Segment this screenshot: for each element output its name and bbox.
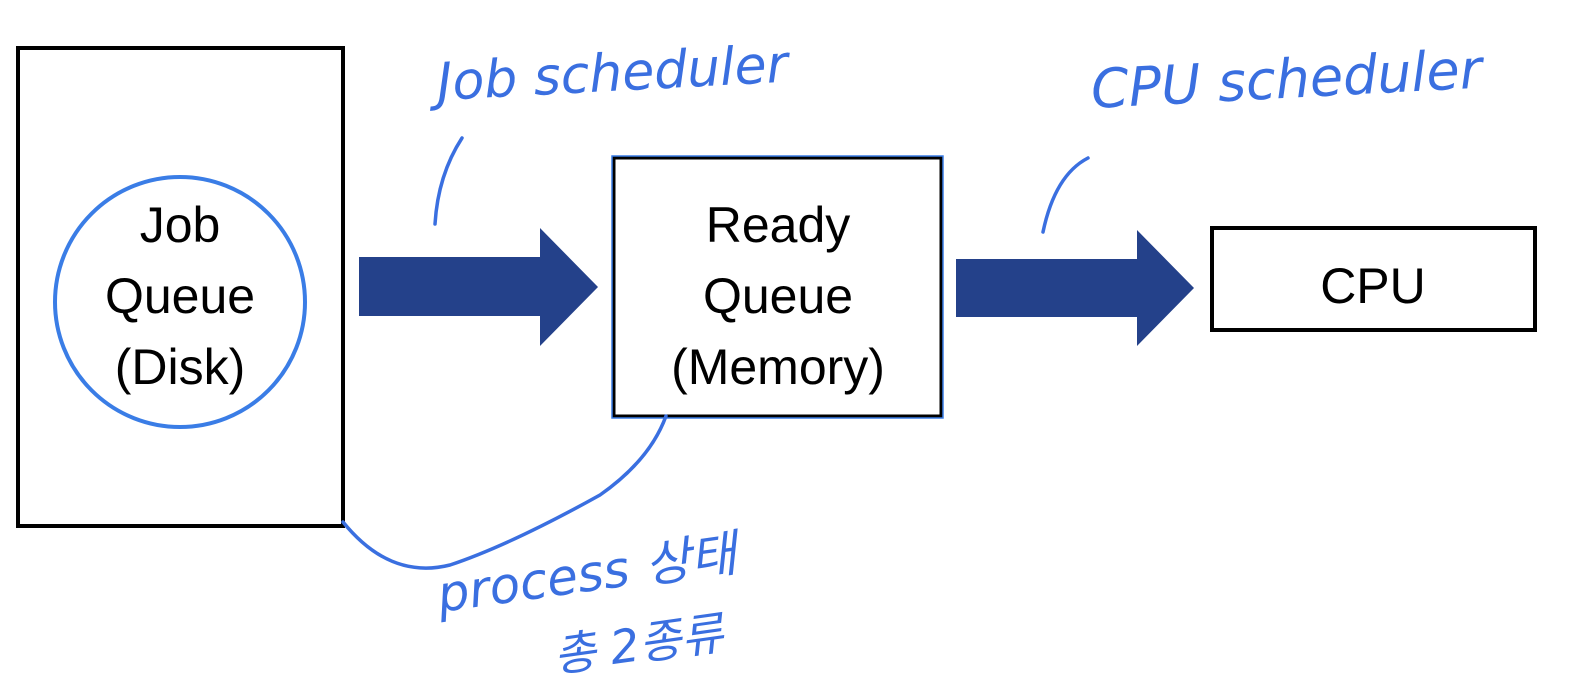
job-queue-node: Job Queue (Disk): [16, 46, 345, 528]
ready-queue-box: [612, 156, 943, 418]
process-connector-curve: [341, 414, 668, 570]
ready-queue-highlight: [611, 155, 944, 419]
job-queue-box: [16, 46, 345, 528]
arrow-to-ready-queue: [359, 228, 598, 346]
job-scheduler-annotation: Job scheduler: [427, 34, 793, 113]
cpu-node: CPU: [1210, 226, 1537, 332]
cpu-label: CPU: [1320, 258, 1426, 314]
job-queue-label-line2: Queue: [105, 268, 255, 324]
cpu-box: [1210, 226, 1537, 332]
cpu-scheduler-pointer: [1041, 156, 1090, 234]
ready-queue-node: Ready Queue (Memory): [611, 155, 944, 419]
job-queue-label-line1: Job: [140, 197, 221, 253]
job-queue-label-line3: (Disk): [115, 339, 246, 395]
ready-queue-label-line1: Ready: [706, 197, 851, 253]
job-scheduler-pointer: [433, 136, 464, 226]
arrow-to-cpu: [956, 230, 1194, 346]
ready-queue-label-line2: Queue: [703, 268, 853, 324]
ready-queue-label-line3: (Memory): [671, 339, 885, 395]
job-queue-circle: [53, 175, 307, 429]
cpu-scheduler-annotation: CPU scheduler: [1089, 37, 1486, 121]
process-note-line2: 총 2종류: [550, 605, 729, 683]
